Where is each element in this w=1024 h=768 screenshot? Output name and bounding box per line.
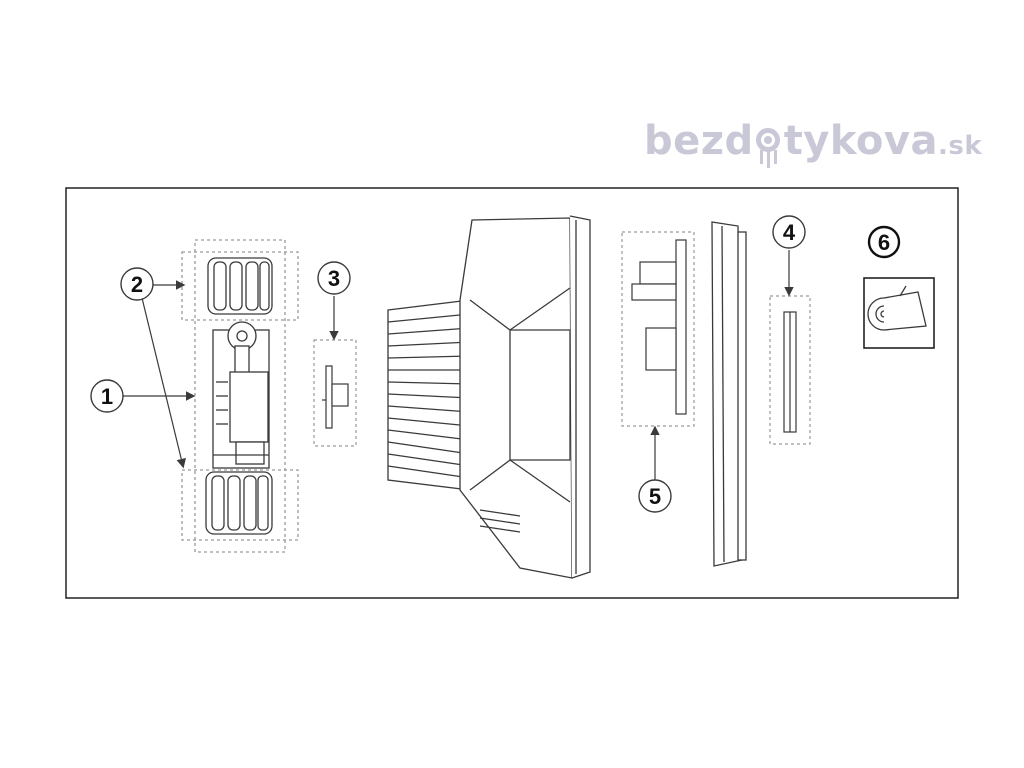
part-5-circuit-board	[621, 231, 695, 427]
callout-6: 6	[867, 225, 901, 259]
watermark-logo: bezd tykova.sk	[644, 114, 982, 174]
callout-5-label: 5	[649, 484, 661, 509]
callout-4-label: 4	[783, 220, 796, 245]
callout-1: 1	[90, 379, 124, 413]
leader-lines	[123, 250, 794, 480]
part-1-cable-gland-assembly	[181, 239, 299, 553]
callout-3: 3	[317, 261, 351, 295]
gland-body	[212, 321, 270, 469]
callout-4: 4	[772, 215, 806, 249]
callout-6-label: 6	[878, 230, 890, 255]
part-6-sensor-module	[863, 277, 935, 349]
watermark-brand-prefix: bezd	[644, 118, 754, 164]
callout-2-label: 2	[131, 272, 143, 297]
part-3-seal-insert	[313, 339, 357, 447]
part-front-cover	[711, 221, 747, 567]
watermark-o-sensor-glyph	[754, 120, 784, 168]
callout-5: 5	[638, 479, 672, 513]
part-4-lens-strip	[769, 295, 811, 445]
watermark-brand-suffix: tykova	[783, 118, 938, 164]
callout-1-label: 1	[101, 384, 113, 409]
upper-gland-nut	[207, 257, 273, 315]
part-main-housing-heatsink	[387, 215, 591, 579]
callout-3-label: 3	[328, 266, 340, 291]
watermark-tld: .sk	[937, 131, 983, 161]
callout-2: 2	[120, 267, 154, 301]
lower-gland-nut	[205, 471, 273, 535]
diagram-frame	[65, 187, 959, 599]
